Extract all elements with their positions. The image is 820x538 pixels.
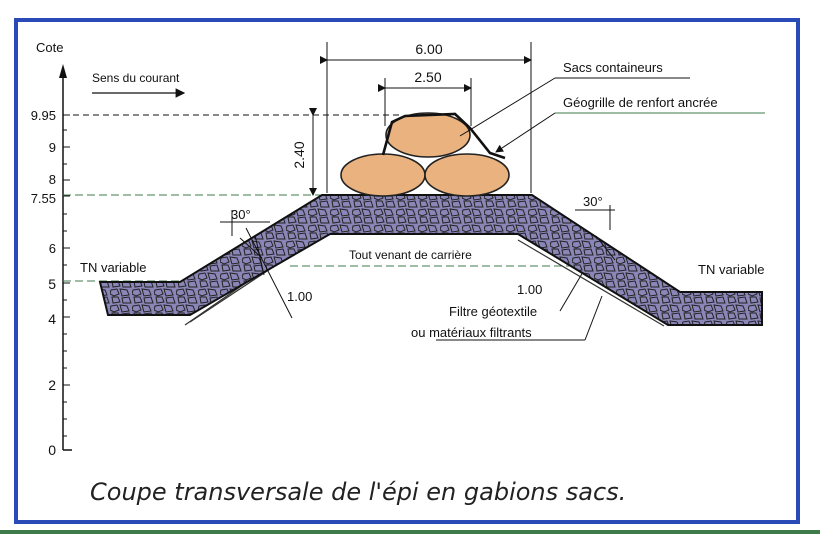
filter-label-line2: ou matériaux filtrants	[411, 325, 532, 340]
current-direction: Sens du courant	[92, 71, 186, 98]
bags-label: Sacs containeurs	[563, 60, 663, 75]
angle-left: 30°	[231, 207, 251, 222]
angle-right: 30°	[583, 194, 603, 209]
geogrid-label: Géogrille de renfort ancrée	[563, 95, 718, 110]
tn-left-label: TN variable	[80, 260, 146, 275]
elevation-axis: Cote 9.95 9 8 7.55 6 5 4 2 0	[31, 40, 72, 458]
dim-top-width: 6.00	[415, 41, 442, 57]
tick-label: 6	[49, 241, 56, 256]
tick-label: 0	[48, 442, 56, 458]
axis-title: Cote	[36, 40, 63, 55]
dim-crest-width: 2.50	[414, 69, 441, 85]
container-bags	[340, 112, 510, 197]
slope-left-label: 1.00	[287, 289, 312, 304]
tick-label: 5	[48, 276, 56, 292]
tick-label: 4	[48, 311, 56, 327]
angle-marks	[220, 205, 616, 319]
dimension-lines	[309, 42, 532, 196]
fill-label: Tout venant de carrière	[349, 248, 472, 262]
filter-label-line1: Filtre géotextile	[449, 304, 537, 319]
bottom-rule	[0, 530, 820, 534]
tn-right-label: TN variable	[698, 262, 764, 277]
slope-right-label: 1.00	[517, 282, 542, 297]
callouts	[436, 77, 765, 341]
tick-label: 7.55	[31, 191, 56, 206]
bag	[340, 153, 426, 197]
current-label: Sens du courant	[92, 71, 180, 85]
tick-label: 9.95	[31, 108, 56, 123]
geogrid	[381, 112, 506, 160]
gabion-body	[98, 194, 763, 326]
tick-label: 8	[49, 172, 56, 187]
bag	[385, 112, 471, 158]
bag	[424, 153, 510, 197]
dim-height: 2.40	[291, 141, 307, 168]
diagram-frame	[14, 18, 800, 524]
tick-label: 2	[48, 377, 56, 393]
figure-caption: Coupe transversale de l'épi en gabions s…	[90, 478, 626, 506]
tick-label: 9	[49, 140, 56, 155]
